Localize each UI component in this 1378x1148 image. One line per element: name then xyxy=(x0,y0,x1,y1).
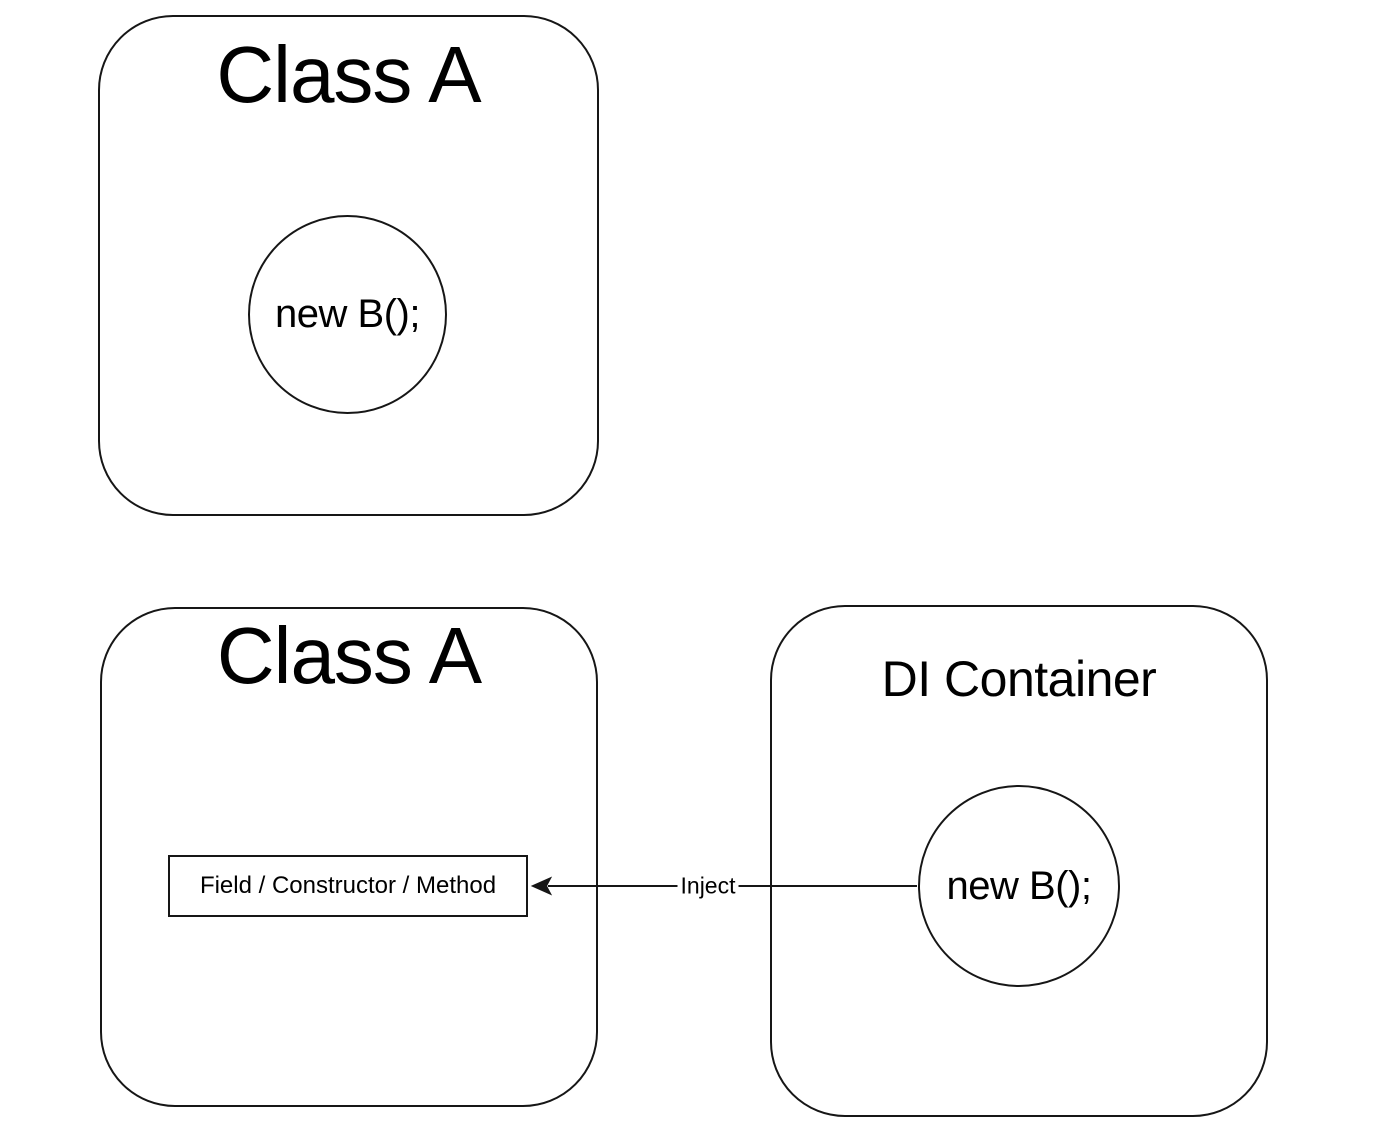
injection-target-box: Field / Constructor / Method xyxy=(168,855,528,917)
di-container-title: DI Container xyxy=(881,651,1157,707)
new-b-circle-before: new B(); xyxy=(248,215,447,414)
injection-target-label: Field / Constructor / Method xyxy=(199,872,497,899)
new-b-circle-di: new B(); xyxy=(918,785,1120,987)
new-b-label-di: new B(); xyxy=(946,863,1092,908)
new-b-label-before: new B(); xyxy=(275,292,420,336)
class-a-before-box: Class A xyxy=(98,15,599,516)
class-a-before-title: Class A xyxy=(216,30,481,119)
inject-arrow-label: Inject xyxy=(677,873,739,899)
class-a-after-title: Class A xyxy=(216,611,482,700)
